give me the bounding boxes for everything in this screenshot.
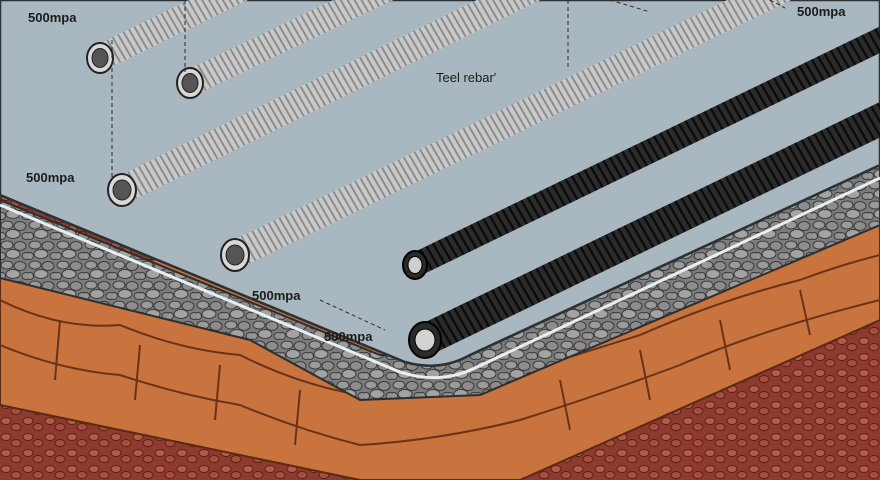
label-bottom: 500mpa xyxy=(324,329,373,344)
label-center: Teel rebar′ xyxy=(436,70,497,85)
label-lower-left: 500mpa xyxy=(252,288,301,303)
label-top-right: 500mpa xyxy=(797,4,846,19)
label-mid-left: 500mpa xyxy=(26,170,75,185)
label-top-left: 500mpa xyxy=(28,10,77,25)
